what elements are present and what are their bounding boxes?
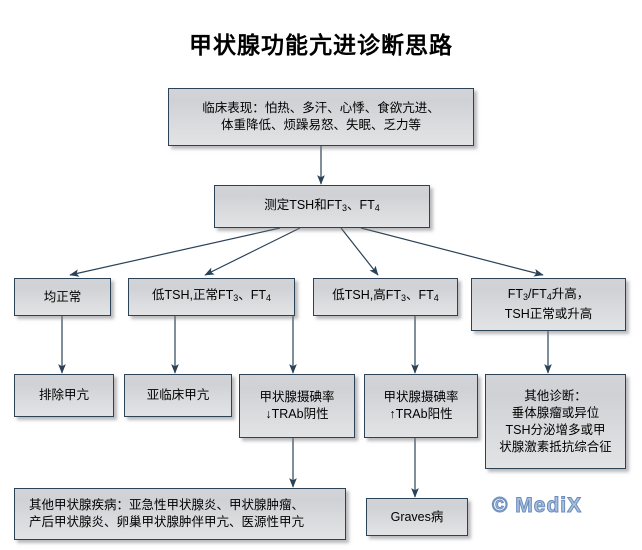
node-low-tsh-high-ft-label: 低TSH,高FT3、FT4 [332,288,439,303]
link-measure-to-ft-elevated [360,227,544,277]
node-uptake-low-trab-negative-label: 甲状腺摄碘率 ↓TRAb阴性 [259,390,335,421]
node-uptake-low-trab-negative[interactable]: 甲状腺摄碘率 ↓TRAb阴性 [239,374,355,438]
node-other-thyroid-disease-label: 其他甲状腺疾病：亚急性甲状腺炎、甲状腺肿瘤、 产后甲状腺炎、卵巢甲状腺肿伴甲亢、… [29,498,305,529]
node-clinical-presentation[interactable]: 临床表现：怕热、多汗、心悸、食欲亢进、 体重降低、烦躁易怒、失眠、乏力等 [168,88,474,146]
node-subclinical-hyperthyroidism[interactable]: 亚临床甲亢 [124,374,232,417]
node-low-tsh-high-ft[interactable]: 低TSH,高FT3、FT4 [313,278,458,316]
node-uptake-high-trab-positive-label: 甲状腺摄碘率 ↑TRAb阳性 [383,390,459,421]
node-low-tsh-normal-ft[interactable]: 低TSH,正常FT3、FT4 [128,278,295,316]
page-title: 甲状腺功能亢进诊断思路 [189,33,453,58]
node-all-normal[interactable]: 均正常 [14,278,111,316]
node-clinical-presentation-label: 临床表现：怕热、多汗、心悸、食欲亢进、 体重降低、烦躁易怒、失眠、乏力等 [202,101,440,132]
node-graves-disease-label: Graves病 [390,509,444,524]
node-all-normal-label: 均正常 [43,289,82,304]
node-other-diagnosis[interactable]: 其他诊断： 垂体腺瘤或异位 TSH分泌增多或甲 状腺激素抵抗综合征 [485,374,626,469]
link-measure-to-low-normal [204,227,301,276]
node-measure-tsh-label: 测定TSH和FT3、FT4 [264,197,380,213]
link-measure-to-low-high [340,227,379,276]
node-uptake-high-trab-positive[interactable]: 甲状腺摄碘率 ↑TRAb阳性 [364,374,478,438]
node-ft-elevated-tsh-normal-label: FT3/FT4升高， TSH正常或升高 [504,287,593,321]
node-other-thyroid-disease[interactable]: 其他甲状腺疾病：亚急性甲状腺炎、甲状腺肿瘤、 产后甲状腺炎、卵巢甲状腺肿伴甲亢、… [14,488,346,540]
node-exclude-hyperthyroidism-label: 排除甲亢 [38,388,89,402]
node-measure-tsh[interactable]: 测定TSH和FT3、FT4 [214,185,430,228]
node-graves-disease[interactable]: Graves病 [366,498,468,536]
node-other-diagnosis-label: 其他诊断： 垂体腺瘤或异位 TSH分泌增多或甲 状腺激素抵抗综合征 [499,388,612,454]
node-exclude-hyperthyroidism[interactable]: 排除甲亢 [14,374,114,417]
node-subclinical-hyperthyroidism-label: 亚临床甲亢 [146,388,210,402]
node-low-tsh-normal-ft-label: 低TSH,正常FT3、FT4 [151,288,272,303]
watermark-medix: © MediX [491,494,583,518]
link-measure-to-all-normal [69,227,281,277]
node-ft-elevated-tsh-normal[interactable]: FT3/FT4升高， TSH正常或升高 [471,278,626,331]
